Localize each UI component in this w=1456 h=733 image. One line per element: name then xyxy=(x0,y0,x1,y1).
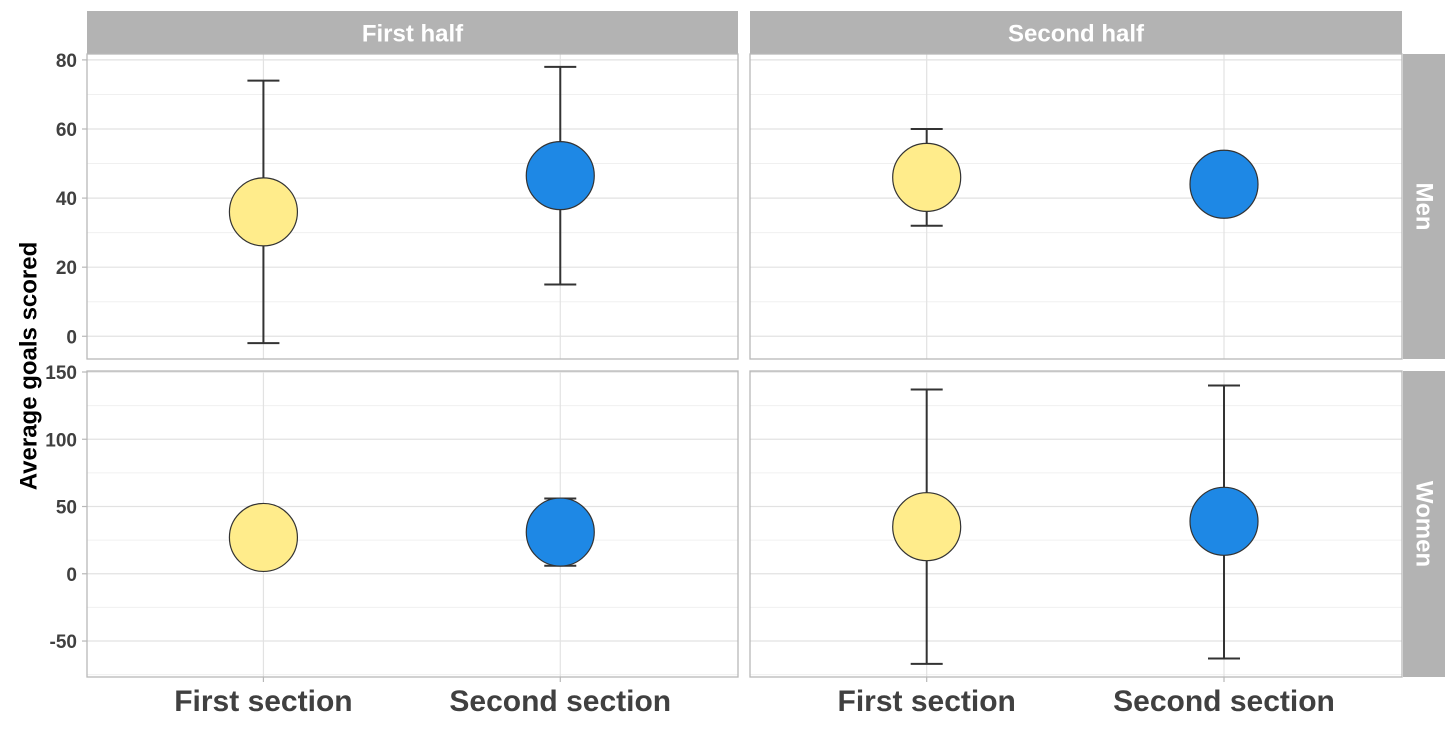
y-tick-label: 100 xyxy=(45,430,77,451)
data-point-first-section xyxy=(892,142,962,212)
panel-men-second-half xyxy=(749,53,1403,360)
strip-background xyxy=(87,11,738,54)
strip-background xyxy=(1403,54,1445,359)
data-point-second-section xyxy=(1189,486,1259,556)
strip-label: Women xyxy=(1411,481,1438,567)
column-strip-first-half: First half xyxy=(87,11,738,54)
panel-border xyxy=(749,370,1403,678)
panel-men-first-half xyxy=(86,53,739,360)
y-tick-label: 80 xyxy=(56,51,77,72)
y-tick-label: 50 xyxy=(56,498,77,519)
y-tick-label: -50 xyxy=(50,632,77,653)
y-tick-label: 60 xyxy=(56,120,77,141)
x-tick-label: First section xyxy=(838,685,1016,718)
panel-border xyxy=(86,370,739,678)
column-strip-second-half: Second half xyxy=(750,11,1402,54)
row-strip-men: Men xyxy=(1403,54,1445,359)
data-point-first-section xyxy=(228,177,299,247)
y-tick-label: 0 xyxy=(66,327,77,348)
x-tick-label: First section xyxy=(174,685,352,718)
x-axis-second-half: First section Second section xyxy=(838,677,1335,718)
panel-border xyxy=(749,53,1403,360)
y-tick-label: 20 xyxy=(56,258,77,279)
y-axis-women: -50 0 50 100 150 xyxy=(45,363,87,653)
data-point-second-section xyxy=(525,141,595,211)
data-point-second-section xyxy=(1189,149,1259,219)
panel-women-first-half xyxy=(86,370,739,678)
panel-border xyxy=(86,53,739,360)
y-tick-label: 40 xyxy=(56,189,77,210)
y-axis-men: 0 20 40 60 80 xyxy=(56,51,87,348)
data-point-first-section xyxy=(892,492,962,562)
strip-background xyxy=(750,11,1402,54)
y-axis-title: Average goals scored xyxy=(16,242,43,491)
row-strip-women: Women xyxy=(1403,371,1445,677)
strip-label: Men xyxy=(1411,183,1438,231)
strip-label: First half xyxy=(362,21,464,48)
y-tick-label: 150 xyxy=(45,363,77,384)
data-point-second-section xyxy=(525,497,595,567)
panel-women-second-half xyxy=(749,370,1403,678)
data-point-first-section xyxy=(228,502,299,573)
y-tick-label: 0 xyxy=(66,565,77,586)
x-axis-first-half: First section Second section xyxy=(174,677,671,718)
x-tick-label: Second section xyxy=(449,685,671,718)
strip-label: Second half xyxy=(1008,21,1145,48)
strip-background xyxy=(1403,371,1445,677)
x-tick-label: Second section xyxy=(1113,685,1335,718)
